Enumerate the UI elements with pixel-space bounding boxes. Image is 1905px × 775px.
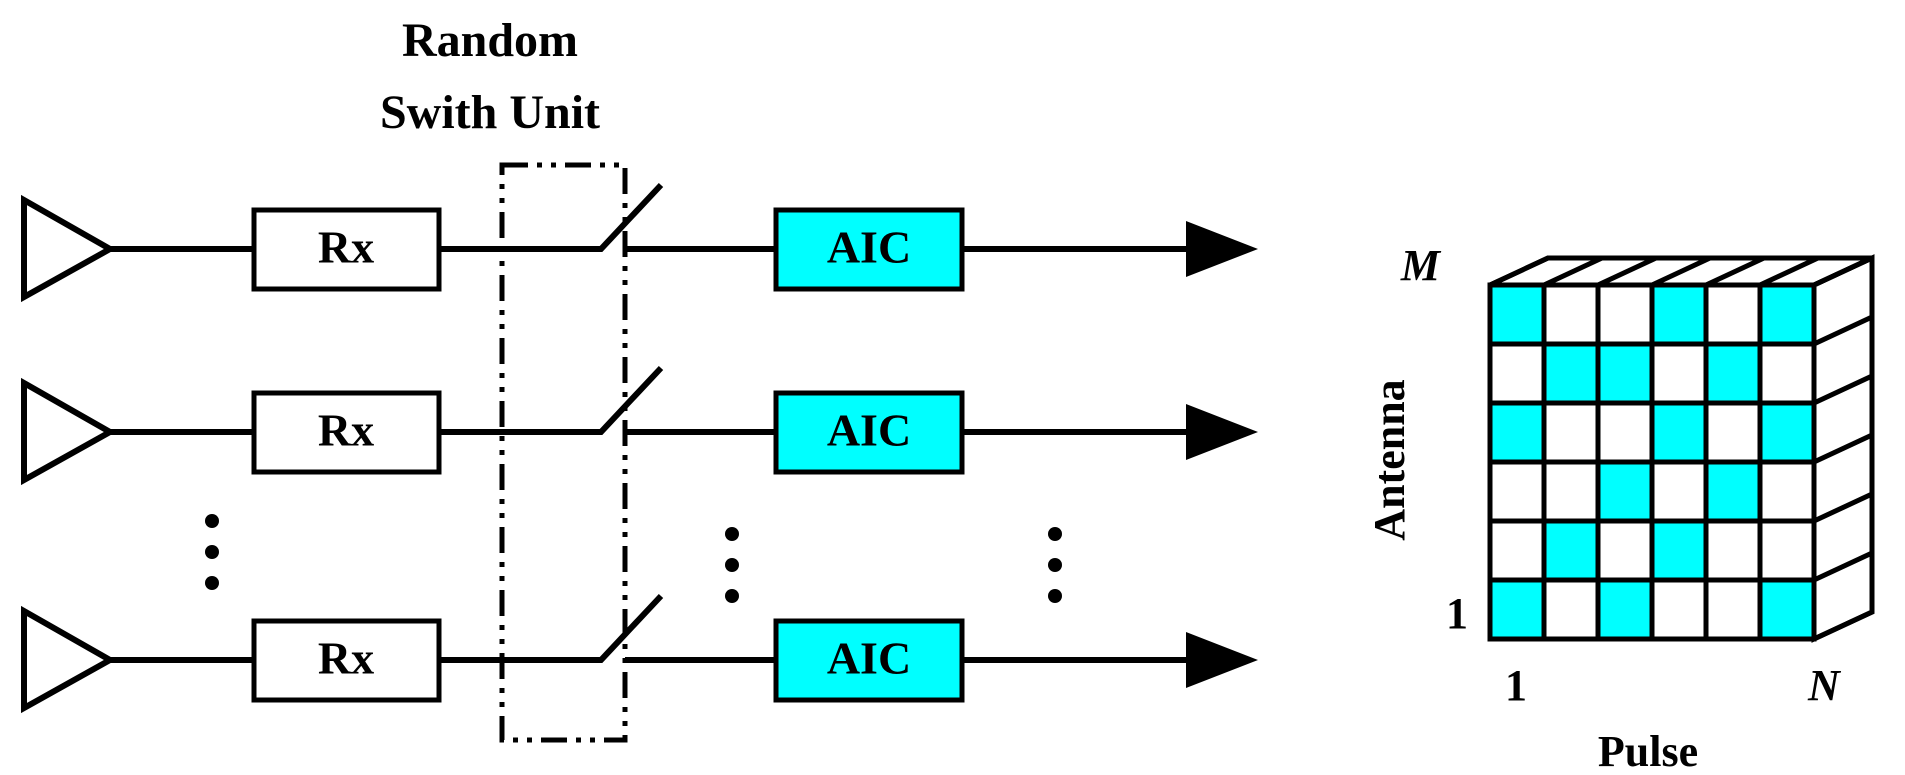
- grid-cell: [1649, 518, 1709, 583]
- grid-cell: [1487, 577, 1547, 642]
- grid-cell: [1703, 577, 1763, 642]
- grid-cell: [1595, 282, 1655, 347]
- grid-cell: [1757, 400, 1817, 465]
- random-switch-unit-boundary: [499, 162, 628, 743]
- antenna-triangle-icon: [21, 605, 117, 714]
- switch-lever-icon: [560, 365, 664, 435]
- grid-cell: [1757, 282, 1817, 347]
- x-axis-label: Pulse: [1598, 727, 1698, 775]
- grid-cell: [1595, 577, 1655, 642]
- x-axis-max-tick: N: [1807, 661, 1842, 710]
- grid-cell: [1649, 459, 1709, 524]
- rx-box: [251, 390, 442, 475]
- aic-box: [773, 207, 965, 292]
- cube-front-grid: [1487, 282, 1817, 642]
- grid-cell: [1487, 282, 1547, 347]
- antenna-triangle-icon: [21, 377, 117, 486]
- grid-cell: [1487, 459, 1547, 524]
- rx-label: Rx: [318, 222, 374, 273]
- channel-row-1: Rx AIC: [21, 182, 1258, 303]
- grid-cell: [1487, 518, 1547, 583]
- grid-cell: [1595, 341, 1655, 406]
- grid-cell: [1541, 282, 1601, 347]
- grid-cell: [1703, 459, 1763, 524]
- grid-cell: [1757, 518, 1817, 583]
- ellipsis-outputs: [1048, 527, 1062, 603]
- rx-label: Rx: [318, 633, 374, 684]
- grid-cell: [1649, 400, 1709, 465]
- grid-cell: [1541, 459, 1601, 524]
- arrow-right-icon: [1186, 404, 1258, 460]
- channel-row-3: Rx AIC: [21, 593, 1258, 714]
- grid-cell: [1487, 341, 1547, 406]
- title-line-1: Random: [402, 14, 578, 67]
- ellipsis-switches: [725, 527, 739, 603]
- grid-cell: [1595, 400, 1655, 465]
- rx-box: [251, 618, 442, 703]
- grid-cell: [1649, 341, 1709, 406]
- grid-cell: [1757, 341, 1817, 406]
- ellipsis-antennas: [205, 514, 219, 590]
- grid-cell: [1649, 577, 1709, 642]
- channel-row-2: Rx AIC: [21, 365, 1258, 486]
- x-axis-min-tick: 1: [1505, 661, 1527, 710]
- random-switch-unit-title: Random Swith Unit: [380, 14, 600, 139]
- y-axis-max-tick: M: [1400, 241, 1442, 290]
- grid-cell: [1757, 459, 1817, 524]
- cube-outline: [1487, 255, 1875, 642]
- grid-cell: [1703, 341, 1763, 406]
- grid-cell: [1757, 577, 1817, 642]
- switch-lever-icon: [560, 593, 664, 663]
- grid-cell: [1541, 518, 1601, 583]
- grid-cell: [1595, 518, 1655, 583]
- arrow-right-icon: [1186, 632, 1258, 688]
- switch-unit-dashdot-box: [499, 162, 628, 743]
- aic-box: [773, 618, 965, 703]
- antenna-pulse-cube: M 1 Antenna 1 N Pulse: [1365, 241, 1875, 775]
- grid-cell: [1703, 400, 1763, 465]
- y-axis-label: Antenna: [1365, 379, 1414, 540]
- grid-cell: [1541, 577, 1601, 642]
- arrow-right-icon: [1186, 221, 1258, 277]
- grid-cell: [1541, 400, 1601, 465]
- grid-cell: [1541, 341, 1601, 406]
- grid-cell: [1649, 282, 1709, 347]
- title-line-2: Swith Unit: [380, 86, 600, 139]
- grid-cell: [1487, 400, 1547, 465]
- aic-label: AIC: [827, 633, 911, 684]
- antenna-triangle-icon: [21, 194, 117, 303]
- y-axis-min-tick: 1: [1446, 589, 1468, 638]
- switch-lever-icon: [560, 182, 664, 252]
- grid-cell: [1595, 459, 1655, 524]
- grid-cell: [1703, 282, 1763, 347]
- aic-label: AIC: [827, 405, 911, 456]
- aic-label: AIC: [827, 222, 911, 273]
- rx-label: Rx: [318, 405, 374, 456]
- grid-cell: [1703, 518, 1763, 583]
- aic-box: [773, 390, 965, 475]
